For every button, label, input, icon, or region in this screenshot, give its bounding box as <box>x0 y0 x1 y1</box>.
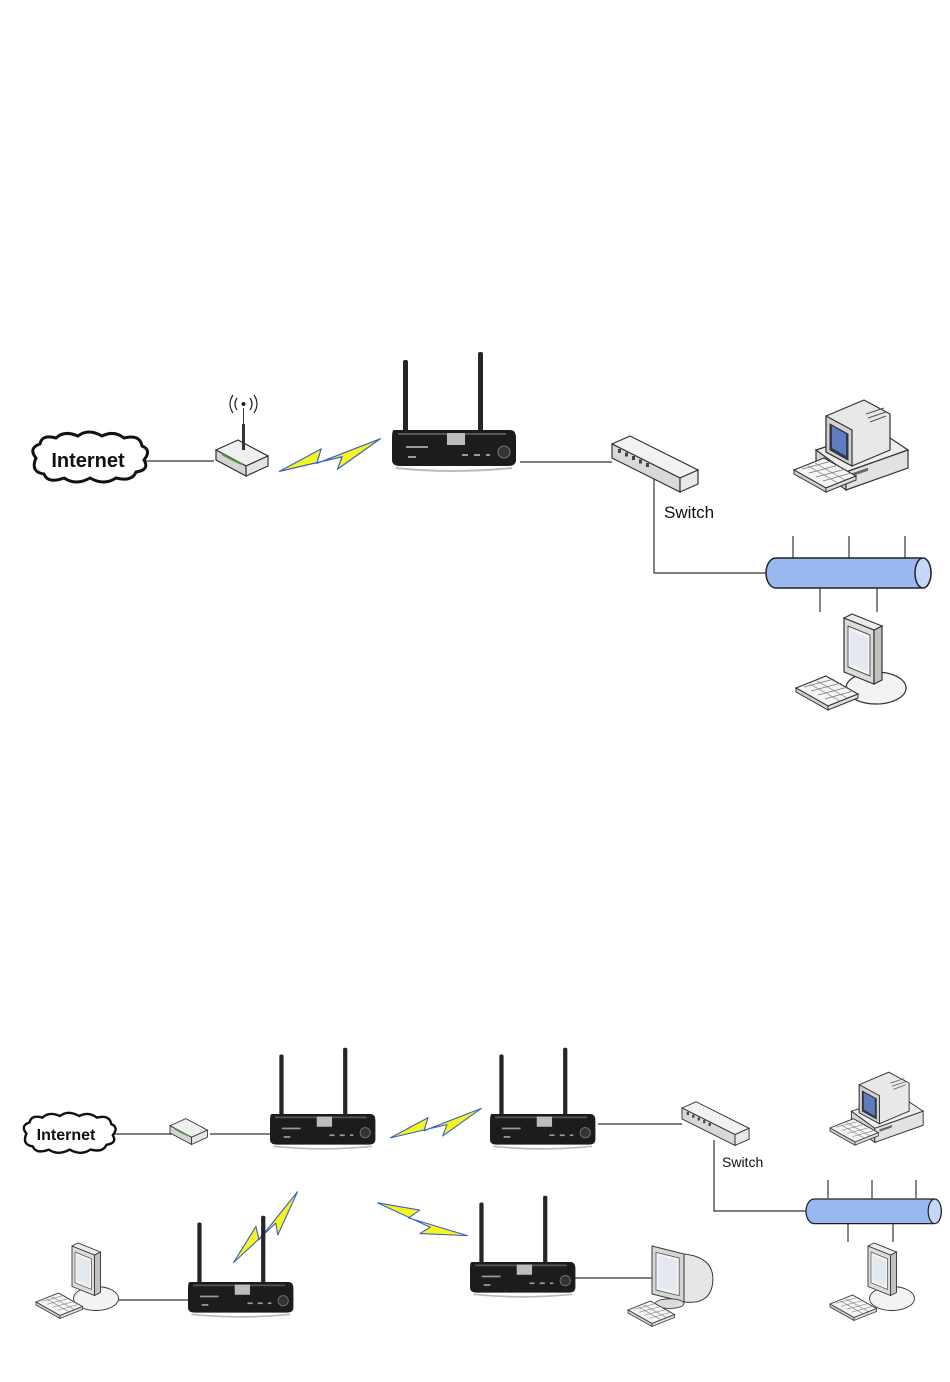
lightning-icon <box>277 439 383 476</box>
diagram-bottom: Internet Switch <box>24 1048 941 1327</box>
access-point-icon <box>270 1048 375 1149</box>
lightning-icon <box>376 1186 468 1255</box>
switch-label: Switch <box>664 503 714 522</box>
lightning-icon <box>388 1108 484 1141</box>
access-point-icon <box>392 352 516 471</box>
internet-label: Internet <box>37 1127 96 1144</box>
lcd-monitor-icon <box>868 1243 915 1311</box>
switch-icon <box>682 1102 749 1146</box>
access-point-icon <box>470 1196 575 1297</box>
wireless-router-icon <box>170 1119 207 1145</box>
connection-lines <box>146 461 905 612</box>
access-point-icon <box>490 1048 595 1149</box>
backbone-bus-icon <box>766 558 931 588</box>
wireless-router-icon <box>216 395 268 476</box>
internet-label: Internet <box>51 450 125 472</box>
lightning-icon <box>222 1192 311 1266</box>
lcd-monitor-icon <box>72 1243 119 1311</box>
backbone-bus-icon <box>806 1199 941 1224</box>
switch-icon <box>612 436 698 492</box>
diagram-top: Internet Switch <box>33 352 931 710</box>
switch-label: Switch <box>722 1154 763 1170</box>
lcd-monitor-icon <box>844 614 906 704</box>
crt-monitor-icon <box>652 1246 713 1308</box>
